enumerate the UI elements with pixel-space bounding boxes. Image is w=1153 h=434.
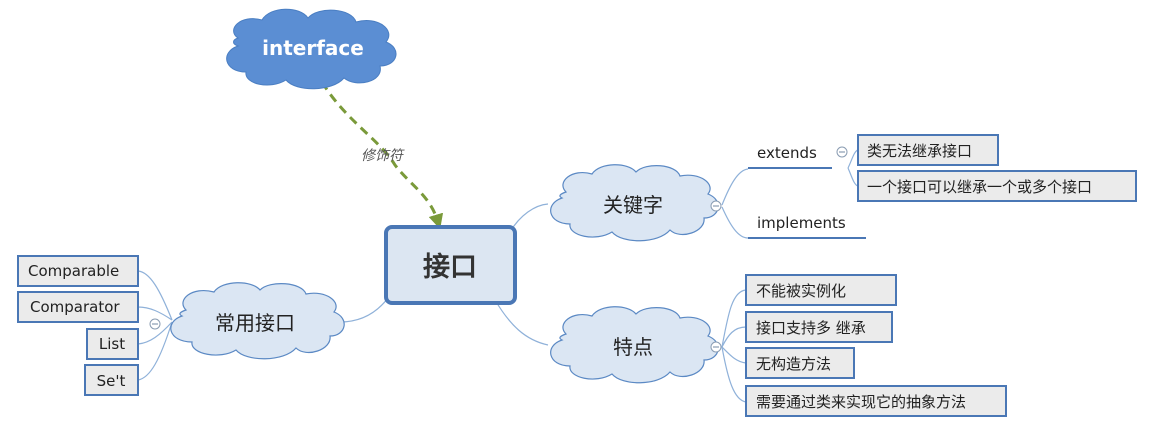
features-child-2[interactable]: 接口支持多 继承 — [745, 311, 893, 343]
link-common-child-1 — [137, 270, 173, 321]
link-common-child-3 — [137, 321, 173, 345]
features-collapse-toggle[interactable] — [710, 341, 722, 353]
link-common-child-2 — [137, 306, 173, 321]
extends-label: extends — [757, 144, 817, 162]
implements-node[interactable]: implements — [748, 214, 866, 239]
connectors — [137, 81, 859, 403]
common-child-4-label: Se't — [97, 372, 126, 390]
root-label: 接口 — [423, 252, 477, 283]
link-features-child-1 — [721, 289, 747, 348]
features-label: 特点 — [613, 335, 653, 359]
features-child-3-label: 无构造方法 — [756, 355, 831, 373]
common-cloud-shape — [170, 282, 345, 360]
features-child-3[interactable]: 无构造方法 — [745, 347, 855, 379]
extends-child-1[interactable]: 类无法继承接口 — [857, 134, 999, 166]
root-node[interactable]: 接口 — [384, 225, 517, 305]
link-root-keywords — [509, 203, 549, 233]
link-keywords-implements — [721, 206, 749, 239]
common-child-2[interactable]: Comparator — [17, 291, 139, 323]
link-common-child-4 — [137, 321, 173, 381]
keywords-cloud-shape — [550, 164, 719, 242]
link-root-common — [339, 297, 389, 323]
common-child-2-label: Comparator — [30, 298, 120, 316]
link-keywords-extends — [721, 168, 749, 206]
link-features-child-2 — [721, 326, 747, 348]
extends-child-1-label: 类无法继承接口 — [867, 142, 972, 160]
modifier-edge-label: 修饰符 — [361, 148, 405, 164]
interface-label: interface — [262, 36, 364, 60]
link-extends-child-2 — [847, 167, 859, 187]
modifier-arrow — [320, 81, 444, 230]
common-label: 常用接口 — [215, 311, 295, 335]
features-child-4[interactable]: 需要通过类来实现它的抽象方法 — [745, 385, 1007, 417]
common-child-1-label: Comparable — [28, 262, 119, 280]
extends-child-2-label: 一个接口可以继承一个或多个接口 — [867, 178, 1092, 196]
extends-node[interactable]: extends — [748, 144, 832, 169]
common-collapse-toggle[interactable] — [149, 318, 161, 330]
common-child-4[interactable]: Se't — [84, 364, 139, 396]
keywords-collapse-toggle[interactable] — [710, 200, 722, 212]
common-child-3[interactable]: List — [86, 328, 139, 360]
features-child-1[interactable]: 不能被实例化 — [745, 274, 897, 306]
features-child-4-label: 需要通过类来实现它的抽象方法 — [756, 393, 966, 411]
link-features-child-4 — [721, 346, 747, 403]
keywords-label: 关键字 — [603, 193, 663, 217]
features-node[interactable]: 特点 — [550, 306, 719, 384]
link-features-child-3 — [721, 346, 747, 364]
common-child-1[interactable]: Comparable — [17, 255, 139, 287]
interface-node[interactable]: interface — [226, 8, 397, 90]
interface-cloud-shape — [226, 8, 397, 90]
extends-collapse-toggle[interactable] — [836, 146, 848, 158]
features-child-2-label: 接口支持多 继承 — [756, 319, 866, 337]
common-child-3-label: List — [99, 335, 125, 353]
link-extends-child-1 — [847, 149, 859, 169]
keywords-node[interactable]: 关键字 — [550, 164, 719, 242]
implements-label: implements — [757, 214, 846, 232]
extends-child-2[interactable]: 一个接口可以继承一个或多个接口 — [857, 170, 1137, 202]
features-cloud-shape — [550, 306, 719, 384]
features-child-1-label: 不能被实例化 — [756, 282, 846, 300]
common-node[interactable]: 常用接口 — [170, 282, 345, 360]
root-box — [384, 225, 517, 305]
link-root-features — [494, 299, 549, 346]
